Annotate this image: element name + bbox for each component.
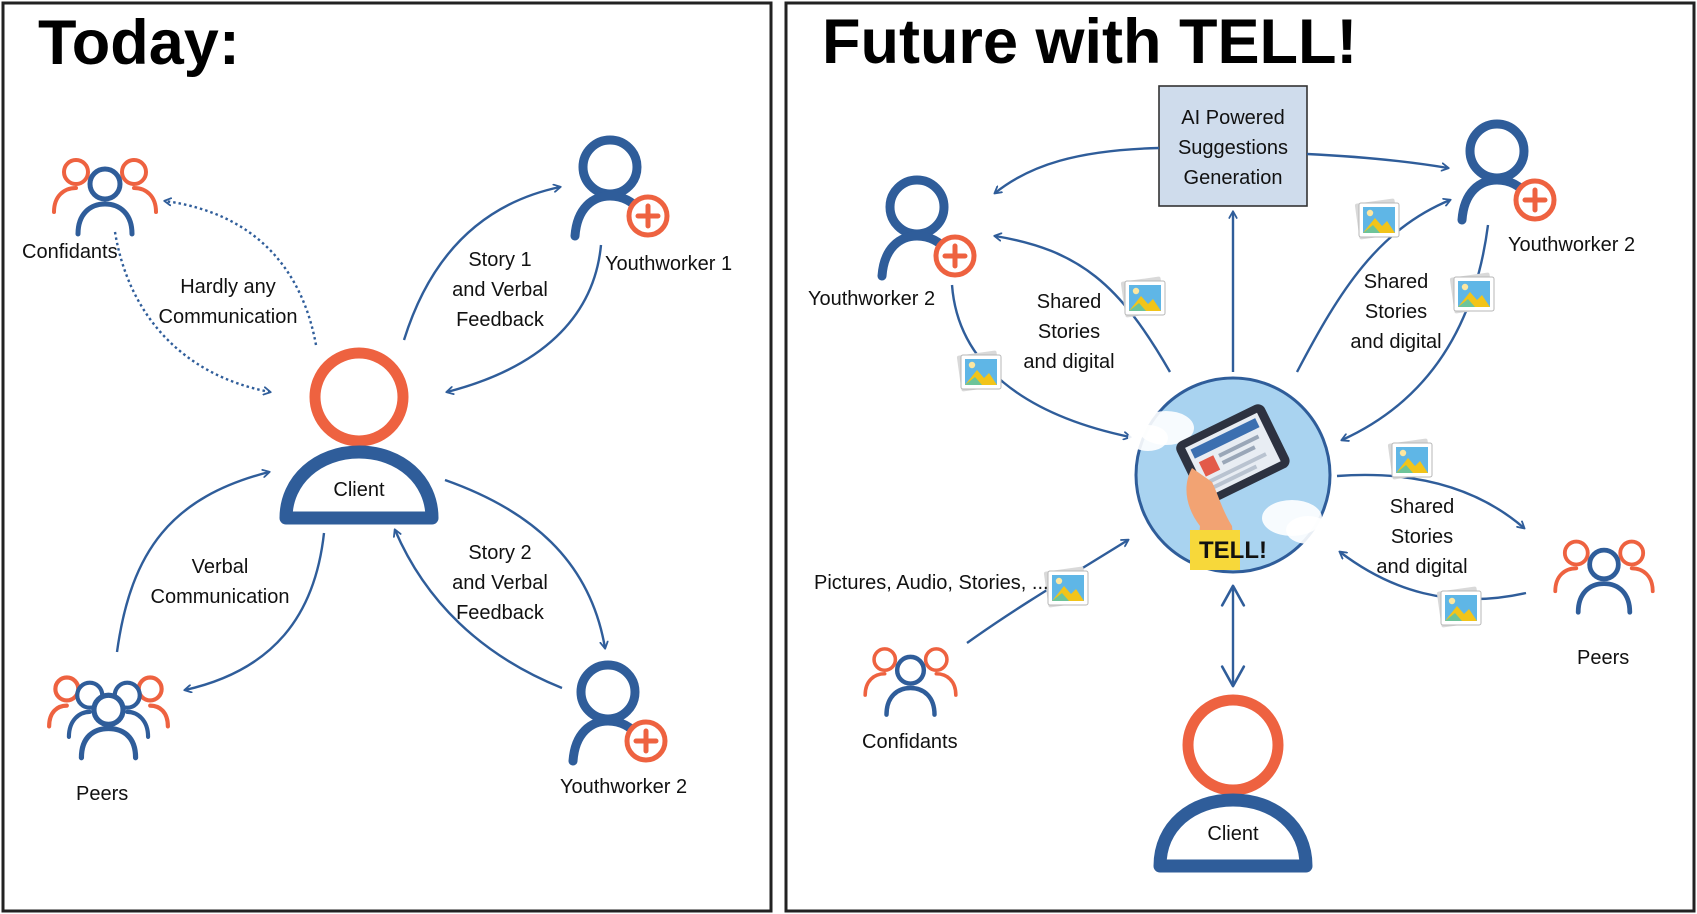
arrow-hub-to-youthworker-left — [995, 236, 1172, 373]
arrow-youthworker-right-to-hub — [1342, 224, 1490, 440]
today-confidants-label: Confidants — [22, 241, 118, 263]
edge-label-line: and digital — [1350, 331, 1441, 353]
photo-icon — [1120, 275, 1166, 319]
edge-label-line: Story 1 — [468, 249, 531, 271]
arrow-client-to-peers — [185, 532, 326, 690]
tell-hub-label: TELL! — [1199, 537, 1267, 564]
future-youthworker-left-label: Youthworker 2 — [808, 288, 935, 310]
future-peers-edge-label: Shared Stories and digital — [1376, 496, 1467, 578]
edge-label-line: and Verbal — [452, 279, 548, 301]
future-panel-frame — [784, 1, 1696, 913]
photo-icon — [956, 349, 1002, 393]
photo-icon — [1449, 271, 1495, 315]
arrow-client-to-youthworker2 — [444, 478, 605, 648]
edge-label-line: and digital — [1376, 556, 1467, 578]
today-panel-frame — [1, 1, 773, 913]
arrow-ai-to-youthworker-left — [995, 146, 1160, 193]
edge-label-line: and Verbal — [452, 572, 548, 594]
arrow-ai-to-youthworker-right — [1306, 152, 1448, 168]
today-client-icon — [279, 347, 439, 525]
future-youthworker-left-icon — [882, 180, 974, 276]
future-confidants-icon — [865, 649, 956, 715]
edge-label-line: Story 2 — [468, 542, 531, 564]
edge-label-line: Verbal — [192, 556, 249, 578]
today-client-label: Client — [333, 479, 385, 501]
edge-label-line: Communication — [159, 306, 298, 328]
arrow-client-to-youthworker1 — [402, 187, 560, 341]
edge-label-line: Feedback — [456, 602, 545, 624]
today-peers-edge-label: Verbal Communication — [151, 556, 290, 608]
future-client-icon — [1153, 694, 1313, 873]
today-youthworker2-label: Youthworker 2 — [560, 776, 687, 798]
edge-label-line: Stories — [1365, 301, 1427, 323]
future-youthworker-right-label: Youthworker 2 — [1508, 234, 1635, 256]
edge-label-line: Stories — [1391, 526, 1453, 548]
today-arrows — [113, 187, 605, 690]
future-youthworker-right-icon — [1462, 124, 1554, 220]
ai-box-line: Generation — [1184, 167, 1283, 189]
today-confidants-icon — [54, 160, 156, 234]
ai-box-line: AI Powered — [1181, 107, 1284, 129]
future-peers-icon — [1555, 542, 1652, 613]
photo-icon — [1436, 585, 1482, 629]
today-title: Today: — [38, 8, 240, 78]
photo-icon — [1043, 565, 1089, 609]
arrow-client-to-confidants — [165, 201, 318, 346]
future-right-edge-label: Shared Stories and digital — [1350, 271, 1441, 353]
arrow-youthworker1-to-client — [447, 244, 603, 392]
future-title: Future with TELL! — [822, 7, 1357, 77]
edge-label-line: Feedback — [456, 309, 545, 331]
arrow-hub-to-youthworker-right — [1295, 200, 1450, 373]
future-client-label: Client — [1207, 823, 1259, 845]
ai-box-line: Suggestions — [1178, 137, 1288, 159]
edge-label-line: Shared — [1364, 271, 1429, 293]
arrow-youthworker2-to-client — [395, 530, 563, 690]
edge-label-line: Hardly any — [180, 276, 276, 298]
future-confidants-label: Confidants — [862, 731, 958, 753]
arrow-peers-to-hub — [1340, 552, 1527, 601]
arrow-youthworker-left-to-hub — [950, 284, 1130, 437]
edge-label-line: Communication — [151, 586, 290, 608]
today-peers-label: Peers — [76, 783, 128, 805]
edge-label-line: Shared — [1390, 496, 1455, 518]
today-peers-icon — [49, 678, 168, 758]
arrow-hub-to-peers — [1336, 473, 1524, 528]
ai-suggestions-box: AI Powered Suggestions Generation — [1158, 85, 1308, 207]
today-confidants-edge-label: Hardly any Communication — [159, 276, 298, 328]
future-left-edge-label: Shared Stories and digital — [1023, 291, 1114, 373]
today-youthworker2-icon — [573, 665, 665, 761]
today-youthworker1-label: Youthworker 1 — [605, 253, 732, 275]
edge-label-line: and digital — [1023, 351, 1114, 373]
edge-label-line: Stories — [1038, 321, 1100, 343]
future-confidants-edge-label: Pictures, Audio, Stories, ... — [814, 572, 1049, 594]
arrow-peers-to-client — [115, 472, 269, 653]
today-youthworker1-icon — [575, 140, 667, 236]
arrow-confidants-to-client — [113, 231, 270, 392]
today-youthworker2-edge-label: Story 2 and Verbal Feedback — [452, 542, 548, 624]
edge-label-line: Shared — [1037, 291, 1102, 313]
photo-icon — [1354, 197, 1400, 241]
today-youthworker1-edge-label: Story 1 and Verbal Feedback — [452, 249, 548, 331]
photo-icon — [1387, 437, 1433, 481]
tell-hub — [1128, 376, 1332, 574]
future-peers-label: Peers — [1577, 647, 1629, 669]
